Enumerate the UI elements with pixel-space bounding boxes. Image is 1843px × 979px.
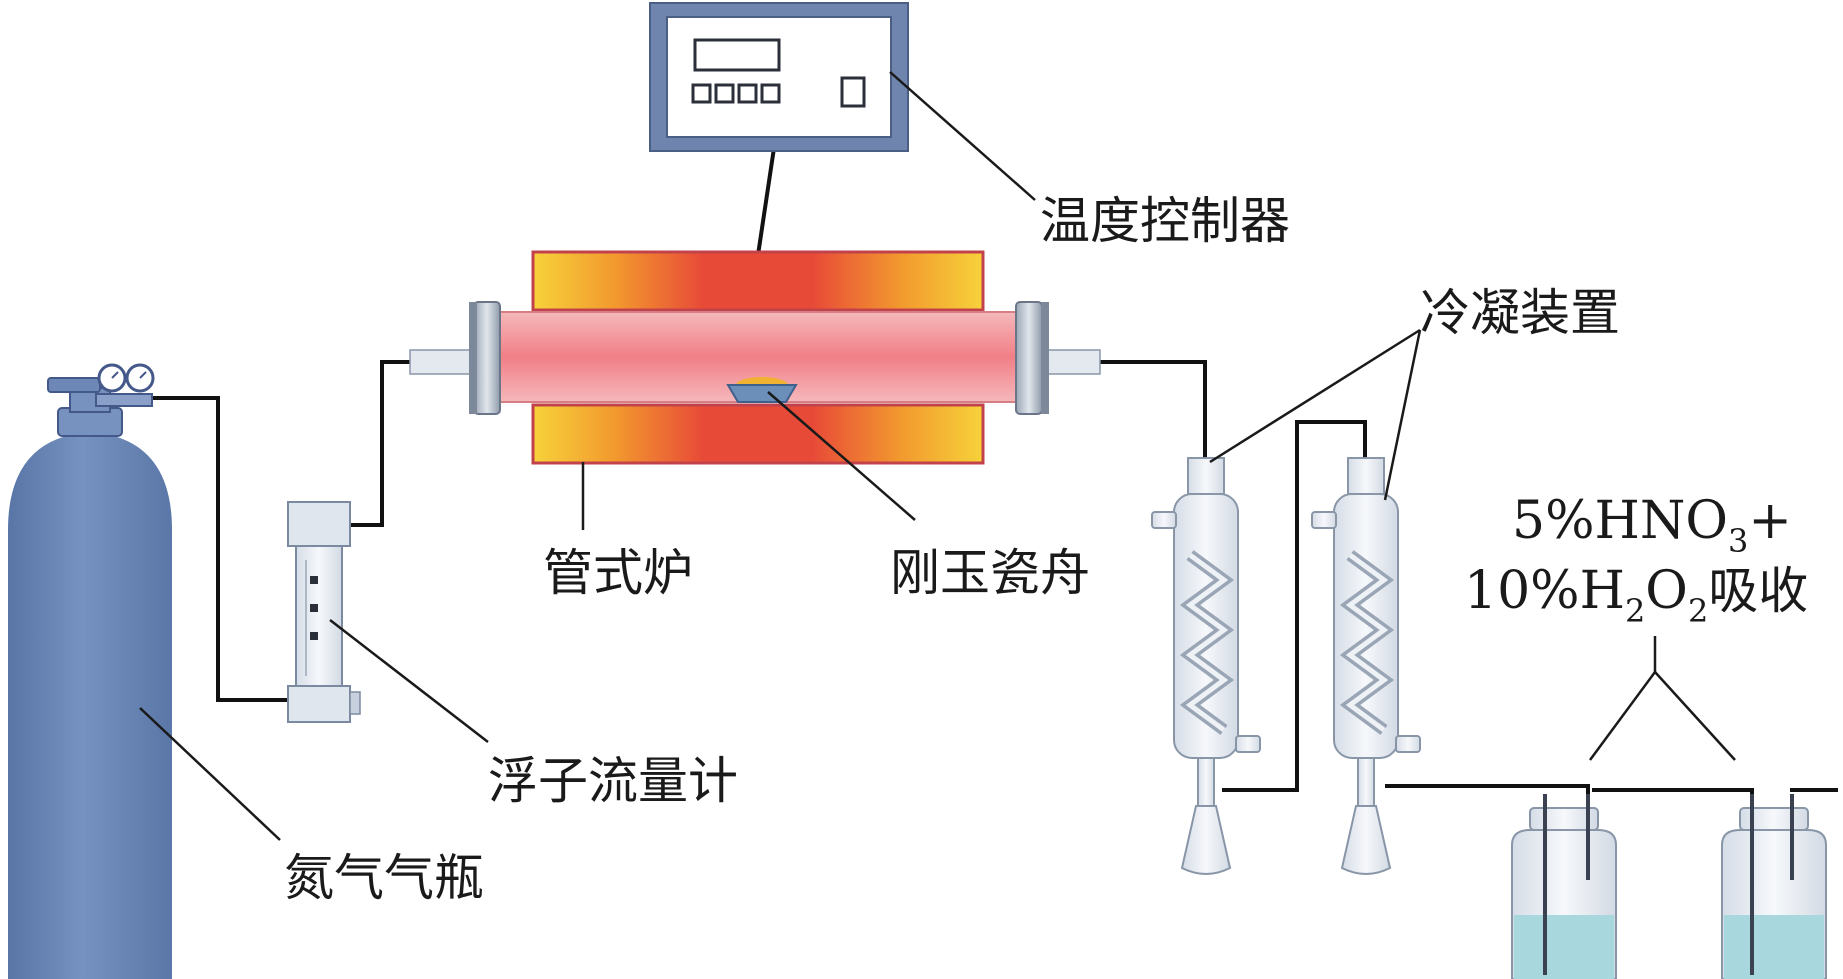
corundum-boat xyxy=(726,377,798,403)
flange-right xyxy=(1015,301,1043,415)
pipe-condenser-1-to-condenser-2 xyxy=(1222,420,1367,792)
display-screen xyxy=(693,38,781,72)
leader-condenser-2 xyxy=(1383,329,1422,501)
controller-cable xyxy=(756,147,776,256)
label-corundum-boat: 刚玉瓷舟 xyxy=(890,544,1090,602)
absorption-plus: + xyxy=(1748,491,1792,551)
absorption-bottle-1 xyxy=(1511,794,1617,979)
label-condenser: 冷凝装置 xyxy=(1420,284,1620,342)
flange-left xyxy=(473,301,501,415)
absorption-text-hno: 5%HNO xyxy=(1512,491,1728,551)
pipe-flowmeter-to-furnace xyxy=(350,360,410,527)
condenser-2 xyxy=(1311,457,1421,875)
absorption-sub-2a: 2 xyxy=(1625,592,1645,630)
control-key xyxy=(737,83,758,104)
temperature-controller xyxy=(649,2,909,152)
float-flowmeter xyxy=(287,501,361,723)
label-absorption-line-1: 5%HNO3+ xyxy=(1512,491,1792,560)
tube-furnace xyxy=(409,250,1101,465)
control-key xyxy=(714,83,735,104)
leader-cylinder xyxy=(139,707,281,841)
pipe-bottle-1-to-bottle-2 xyxy=(1592,788,1754,830)
pipe-furnace-to-condenser-1 xyxy=(1100,360,1207,458)
absorption-bottle-2 xyxy=(1721,794,1827,979)
absorption-liquid xyxy=(1514,915,1614,979)
leader-condenser-1 xyxy=(1209,328,1421,464)
control-key xyxy=(760,83,781,104)
label-float-flowmeter: 浮子流量计 xyxy=(488,752,738,810)
absorption-liquid xyxy=(1724,915,1824,979)
power-switch xyxy=(840,76,866,108)
control-key xyxy=(691,83,712,104)
leader-absorption-2 xyxy=(1654,671,1736,761)
absorption-text-o: O xyxy=(1645,561,1688,621)
pipe-cylinder-to-flowmeter xyxy=(148,396,290,702)
absorption-text-cn: 吸收 xyxy=(1708,562,1808,620)
leader-flowmeter xyxy=(329,619,489,743)
absorption-sub-2b: 2 xyxy=(1688,592,1708,630)
label-absorption-line-2: 10%H2O2吸收 xyxy=(1464,561,1808,630)
label-temperature-controller: 温度控制器 xyxy=(1040,192,1290,250)
nitrogen-cylinder xyxy=(8,363,172,979)
condenser-1 xyxy=(1151,457,1261,875)
label-nitrogen-cylinder: 氮气气瓶 xyxy=(284,849,484,907)
leader-lines xyxy=(139,71,1736,841)
leader-absorption-1 xyxy=(1588,671,1657,761)
leader-corundum-boat xyxy=(767,391,916,521)
leader-temp-controller xyxy=(889,71,1036,201)
gas-tubing xyxy=(148,147,1838,830)
label-tube-furnace: 管式炉 xyxy=(543,544,693,602)
absorption-text-h: 10%H xyxy=(1464,561,1625,621)
absorption-sub-3: 3 xyxy=(1728,522,1748,560)
